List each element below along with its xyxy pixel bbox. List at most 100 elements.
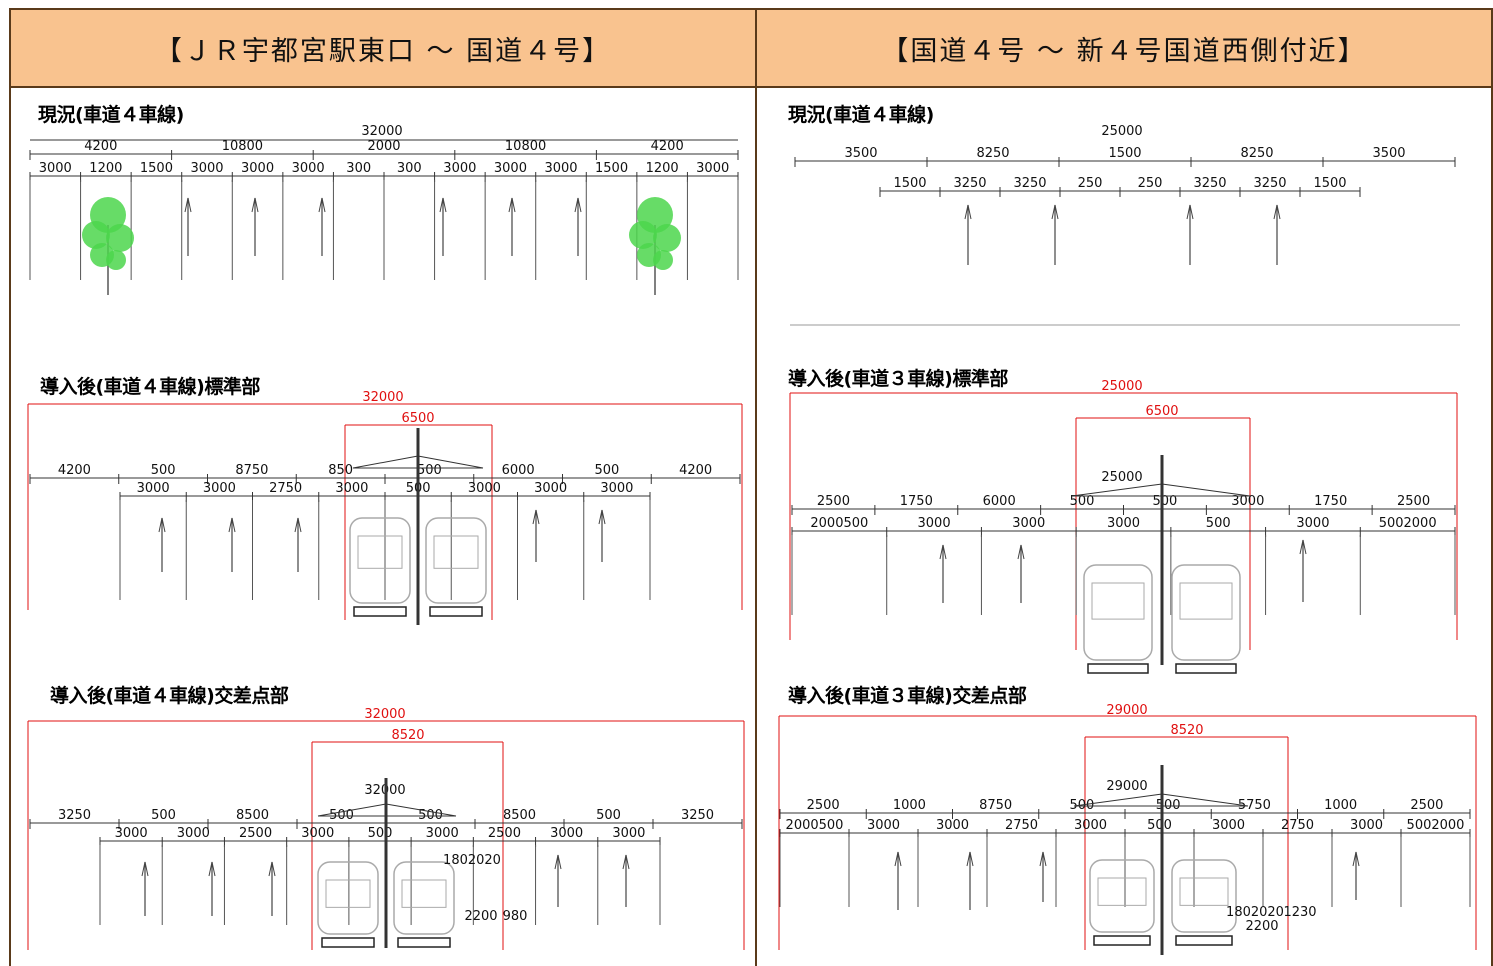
dim-total: 25000 (1101, 379, 1142, 394)
dim-row2-label: 3000 (1212, 818, 1245, 833)
dim-row1-label: 500 (596, 808, 621, 823)
tram-car-window (1097, 877, 1147, 906)
catenary-wire (1071, 483, 1163, 497)
dim-row2-label: 3000 (443, 161, 476, 176)
catenary-wire (417, 455, 484, 469)
dim-row1-label: 2500 (1397, 494, 1430, 509)
dim-row2-label: 2000500 (810, 516, 868, 531)
dim-row1-label: 850 (328, 463, 353, 478)
dim-row2-label: 250 (1078, 176, 1103, 191)
dim-row2-label: 3000 (426, 826, 459, 841)
dim-extra: 1230 (1283, 905, 1316, 920)
lane-arrow-head (184, 197, 192, 213)
tree-right-foliage (653, 250, 673, 270)
dim-row2-label: 3000 (1012, 516, 1045, 531)
lane-arrow-head (966, 851, 974, 867)
tram-car (425, 517, 487, 604)
section-title-l1: 現況(車道４車線) (38, 104, 184, 126)
dim-row1-label: 500 (151, 808, 176, 823)
dim-extra: 980 (503, 909, 528, 924)
dim-row2-label: 2750 (1005, 818, 1038, 833)
tram-car-track (321, 937, 375, 948)
dim-row2-label: 3000 (468, 481, 501, 496)
dim-row2-label: 2000500 (786, 818, 844, 833)
dim-row2-label: 3000 (936, 818, 969, 833)
dim-row1-label: 1750 (900, 494, 933, 509)
lane-arrow-head (598, 509, 606, 525)
dim-row2-label: 3000 (1074, 818, 1107, 833)
dim-row2-label: 1500 (1313, 176, 1346, 191)
section-title-l2: 導入後(車道４車線)標準部 (40, 376, 260, 398)
dim-total: 32000 (361, 124, 402, 139)
section-title-r3: 導入後(車道３車線)交差点部 (788, 685, 1027, 707)
tree-left-foliage (106, 250, 126, 270)
dim-row2-label: 1200 (89, 161, 122, 176)
lane-arrow-head (1352, 851, 1360, 867)
dim-tram: 8520 (1170, 723, 1203, 738)
dim-total: 32000 (364, 707, 405, 722)
dim-row1-label: 3250 (58, 808, 91, 823)
tram-car-track (429, 606, 483, 617)
dim-row1-label: 4200 (58, 463, 91, 478)
dim-row2-label: 3000 (534, 481, 567, 496)
dim-row1-label: 2500 (807, 798, 840, 813)
catenary-wire (385, 803, 457, 817)
dim-row2-label: 3000 (696, 161, 729, 176)
dim-row1-label: 500 (1070, 494, 1095, 509)
dim-row1-label: 3000 (1231, 494, 1264, 509)
column-divider (755, 8, 757, 966)
dim-row2-label: 5002000 (1379, 516, 1437, 531)
dim-row2-label: 3000 (190, 161, 223, 176)
lane-arrow-head (532, 509, 540, 525)
tram-car-track (1175, 663, 1237, 674)
tree-right-foliage (653, 224, 681, 252)
dim-inner: 29000 (1106, 779, 1147, 794)
dim-row2-label: 3250 (1193, 176, 1226, 191)
lane-arrow-head (1051, 204, 1059, 220)
lane-arrow-head (1273, 204, 1281, 220)
dim-row2-label: 5002000 (1407, 818, 1465, 833)
dim-inner: 25000 (1101, 470, 1142, 485)
tree-left-foliage (106, 224, 134, 252)
catenary-wire (317, 803, 387, 817)
dim-total: 25000 (1101, 124, 1142, 139)
dim-row1-label: 10800 (505, 139, 546, 154)
dim-tram: 8520 (391, 728, 424, 743)
dim-row2-label: 3000 (39, 161, 72, 176)
dim-row1-label: 3500 (844, 146, 877, 161)
dim-total: 29000 (1106, 703, 1147, 718)
dim-row2-label: 3000 (203, 481, 236, 496)
dim-tram: 6500 (1145, 404, 1178, 419)
dim-row1-label: 500 (1153, 494, 1178, 509)
lane-arrow-head (1017, 544, 1025, 560)
tram-car (349, 517, 411, 604)
tram-car (317, 861, 379, 935)
dim-row2-label: 300 (397, 161, 422, 176)
tree-left-foliage (82, 221, 110, 249)
dim-row2-label: 3000 (1350, 818, 1383, 833)
lane-arrow-head (439, 197, 447, 213)
lane-arrow-head (894, 851, 902, 867)
dim-extra: 2200 (464, 909, 497, 924)
dim-row1-label: 500 (151, 463, 176, 478)
dim-row1-label: 4200 (679, 463, 712, 478)
dim-row1-label: 10800 (222, 139, 263, 154)
lane-arrow-head (622, 854, 630, 870)
dim-row2-label: 3000 (600, 481, 633, 496)
dim-row2-label: 250 (1138, 176, 1163, 191)
dim-row1-label: 1000 (893, 798, 926, 813)
catenary-wire (1161, 793, 1249, 807)
dim-row2-label: 1500 (595, 161, 628, 176)
dim-tram: 6500 (401, 411, 434, 426)
dim-row2-label: 500 (1147, 818, 1172, 833)
dim-row2-label: 3000 (241, 161, 274, 176)
dim-row1-label: 500 (417, 463, 442, 478)
tram-car (1171, 564, 1241, 661)
dim-row1-label: 8750 (235, 463, 268, 478)
dim-row1-label: 1750 (1314, 494, 1347, 509)
tram-car-track (1087, 663, 1149, 674)
dim-row2-label: 3000 (918, 516, 951, 531)
dim-row2-label: 300 (346, 161, 371, 176)
tree-right-foliage (629, 221, 657, 249)
dim-row1-label: 2500 (817, 494, 850, 509)
